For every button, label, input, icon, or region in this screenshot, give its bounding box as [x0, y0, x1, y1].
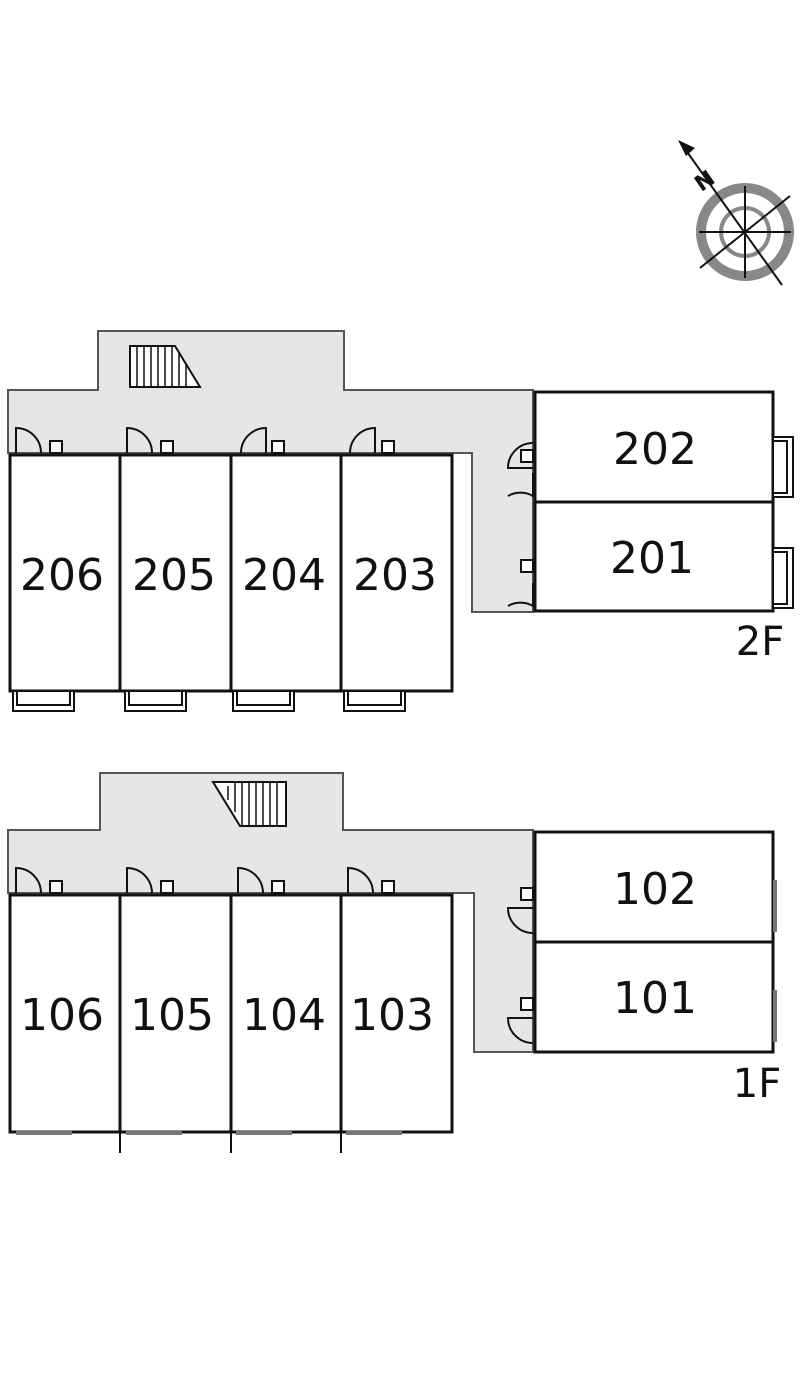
room-206-label: 206	[20, 550, 104, 601]
room-103-label: 103	[350, 990, 434, 1041]
door-icons	[15, 426, 534, 608]
compass: N	[678, 140, 794, 286]
room-101-label: 101	[613, 973, 697, 1024]
window-marks	[16, 880, 777, 1153]
floor-label-1f: 1F	[733, 1061, 781, 1107]
corridor	[7, 772, 534, 1053]
room-203-label: 203	[353, 550, 437, 601]
room-102-label: 102	[613, 864, 697, 915]
room-104	[229, 893, 343, 1134]
room-206	[8, 453, 122, 693]
compass-needle	[679, 141, 791, 286]
balconies	[12, 436, 794, 712]
floor-1f: 106 105 104 103 102 101 1F	[7, 772, 781, 1153]
room-205-label: 205	[132, 550, 216, 601]
corridor	[7, 330, 534, 613]
staircase	[211, 781, 287, 827]
staircase	[129, 345, 202, 388]
room-201-label: 201	[610, 533, 694, 584]
room-106-label: 106	[20, 990, 104, 1041]
room-202	[533, 390, 775, 504]
room-106	[8, 893, 122, 1134]
floor-label-2f: 2F	[736, 619, 784, 665]
room-204-label: 204	[242, 550, 326, 601]
room-204	[229, 453, 343, 693]
north-arrow-icon	[678, 140, 695, 156]
floor-2f: 206 205 204 203 202 201 2F	[7, 330, 794, 712]
room-105-label: 105	[130, 990, 214, 1041]
room-202-label: 202	[613, 424, 697, 475]
room-104-label: 104	[242, 990, 326, 1041]
room-101	[533, 940, 775, 1054]
door-icons	[15, 866, 534, 1044]
